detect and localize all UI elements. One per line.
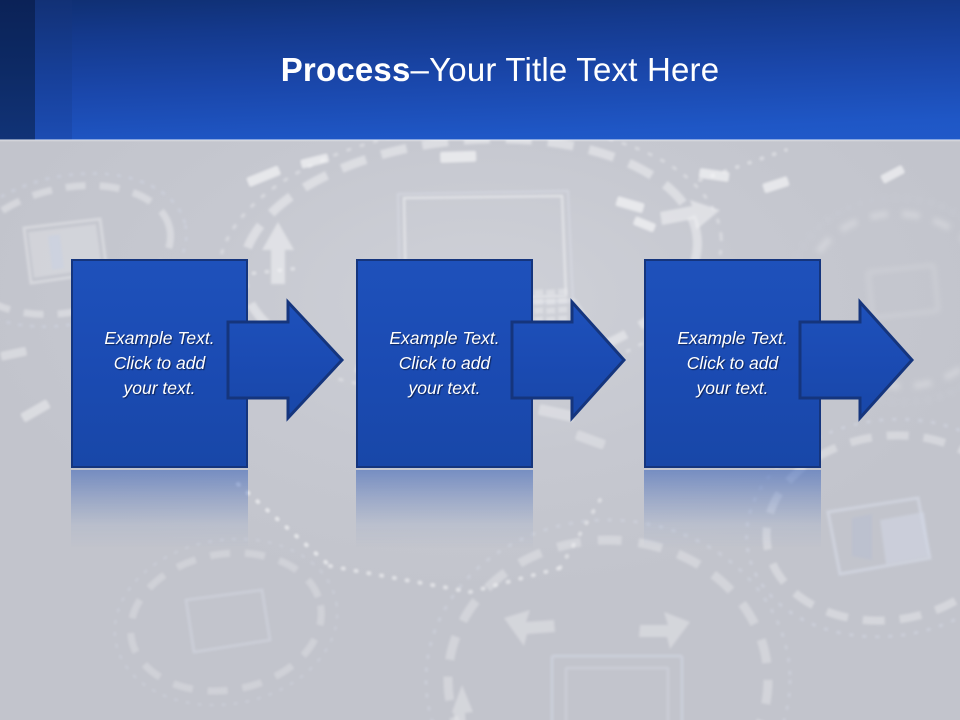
page-title-bold: Process [280, 51, 411, 88]
header-stripe-medium [35, 0, 72, 140]
header-bottom-highlight [0, 139, 960, 142]
process-step-2-line3: your text. [408, 377, 481, 398]
page-title: Process – Your Title Text Here [120, 0, 880, 140]
process-arrow-3 [798, 298, 915, 422]
header-stripe-dark [0, 0, 35, 140]
process-step-1-line3: your text. [123, 377, 196, 398]
page-title-separator: – [410, 51, 430, 88]
process-step-box-3[interactable]: Example Text. Click to add your text. [644, 259, 821, 468]
scattered-dashes [0, 150, 905, 450]
process-step-text-2: Example Text. Click to add your text. [379, 326, 509, 401]
slide-header-band: Process – Your Title Text Here [0, 0, 960, 140]
process-step-text-3: Example Text. Click to add your text. [667, 326, 797, 401]
process-step-3-line1: Example Text. [677, 328, 788, 349]
arrow-ring-bottom-center [424, 518, 792, 720]
process-arrow-2 [510, 298, 627, 422]
process-step-2-line2: Click to add [398, 353, 491, 374]
dashed-circle-ring-bottom-left [113, 537, 339, 707]
page-title-rest: Your Title Text Here [429, 51, 720, 88]
process-step-2-line1: Example Text. [389, 328, 500, 349]
process-step-text-1: Example Text. Click to add your text. [94, 326, 224, 401]
process-step-box-1[interactable]: Example Text. Click to add your text. [71, 259, 248, 468]
process-step-box-2[interactable]: Example Text. Click to add your text. [356, 259, 533, 468]
process-step-3-line2: Click to add [686, 353, 779, 374]
process-step-3-line3: your text. [696, 377, 769, 398]
dashed-circle-ring-right [745, 417, 960, 639]
process-step-1-line1: Example Text. [104, 328, 215, 349]
process-arrow-1 [226, 298, 345, 422]
process-step-1-line2: Click to add [113, 353, 206, 374]
